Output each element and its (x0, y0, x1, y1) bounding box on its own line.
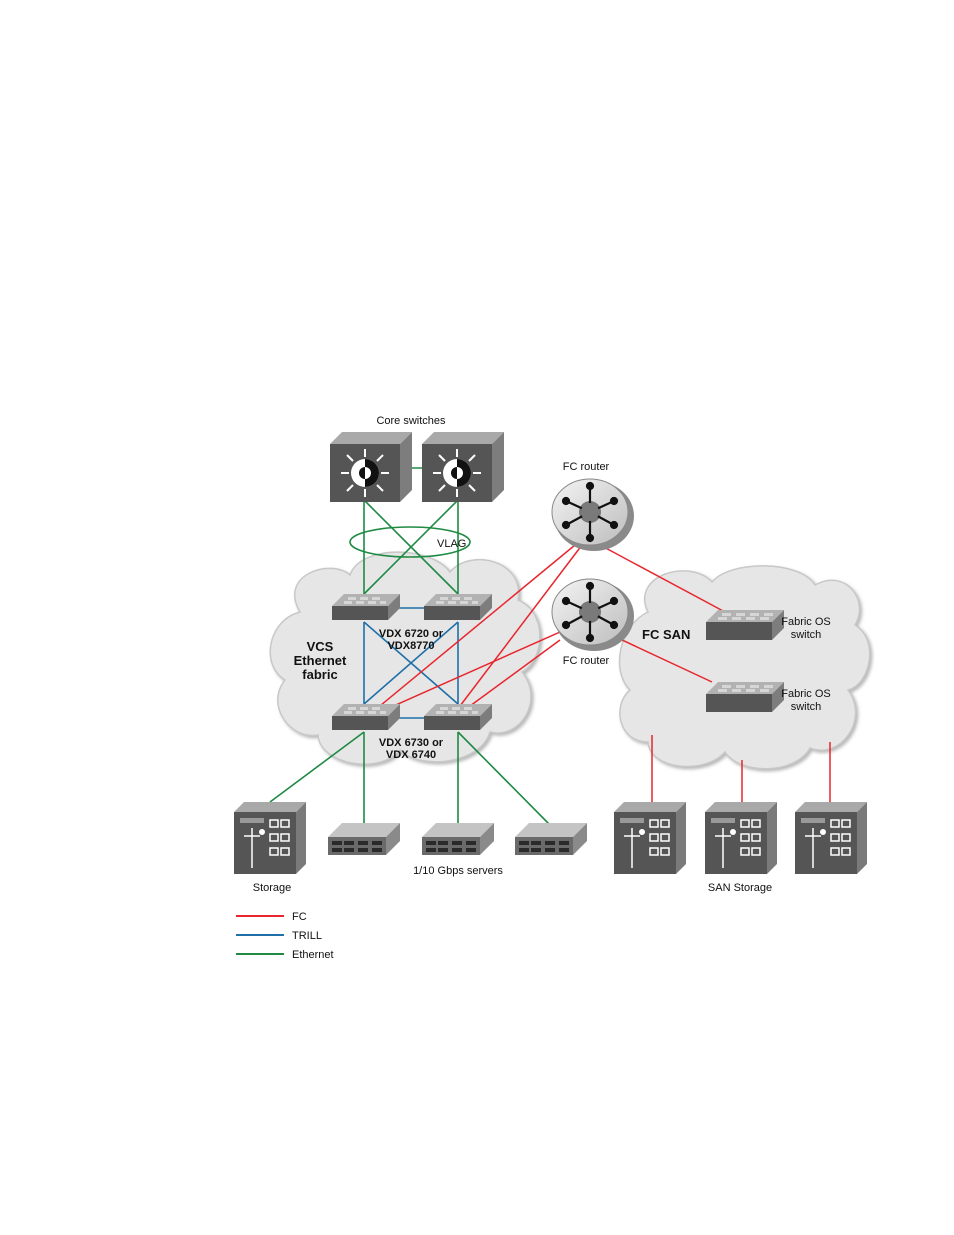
fabric-os-switch-1-label-line1: Fabric OS (781, 616, 831, 628)
core-switch-icon (422, 432, 504, 502)
vdx-lower-label-line2: VDX 6740 (386, 749, 436, 761)
vdx-switch-icon (424, 594, 492, 620)
vdx-switch-icon (332, 704, 400, 730)
fabric-os-switch-1-label-line2: switch (791, 629, 822, 641)
storage-array-icon (795, 802, 867, 874)
fabric-os-switch-icon (706, 610, 784, 640)
fc-router-bottom-label: FC router (563, 655, 610, 667)
rack-server-icon (422, 823, 494, 855)
vlag-label: VLAG (437, 538, 466, 550)
vdx-switch-icon (332, 594, 400, 620)
storage-label: Storage (253, 882, 292, 894)
servers-label: 1/10 Gbps servers (413, 865, 503, 877)
fc-san-label: FC SAN (642, 627, 690, 642)
vdx-switch-icon (424, 704, 492, 730)
fc-san-cloud (620, 566, 870, 769)
legend-label-ethernet: Ethernet (292, 949, 334, 961)
rack-server-icon (328, 823, 400, 855)
fabric-os-switch-2-label-line1: Fabric OS (781, 688, 831, 700)
fc-router-icon (552, 479, 634, 551)
storage-array-icon (705, 802, 777, 874)
vdx-upper-label-line2: VDX8770 (387, 640, 434, 652)
storage-array-icon (234, 802, 306, 874)
fc-router-icon (552, 579, 634, 651)
vdx-upper-label-line1: VDX 6720 or (379, 628, 444, 640)
core-switches-label: Core switches (376, 415, 446, 427)
vcs-label-line1: VCS (307, 639, 334, 654)
legend: FC TRILL Ethernet (236, 911, 334, 961)
legend-item-trill: TRILL (236, 930, 322, 942)
legend-label-fc: FC (292, 911, 307, 923)
vcs-label-line2: Ethernet (294, 653, 347, 668)
vdx-lower-label-line1: VDX 6730 or (379, 737, 444, 749)
fabric-os-switch-icon (706, 682, 784, 712)
storage-array-icon (614, 802, 686, 874)
vcs-label-line3: fabric (302, 667, 337, 682)
fabric-os-switch-2-label-line2: switch (791, 701, 822, 713)
rack-server-icon (515, 823, 587, 855)
legend-item-fc: FC (236, 911, 307, 923)
legend-label-trill: TRILL (292, 930, 322, 942)
san-storage-label: SAN Storage (708, 882, 772, 894)
fc-router-top-label: FC router (563, 461, 610, 473)
legend-item-ethernet: Ethernet (236, 949, 334, 961)
core-switch-icon (330, 432, 412, 502)
